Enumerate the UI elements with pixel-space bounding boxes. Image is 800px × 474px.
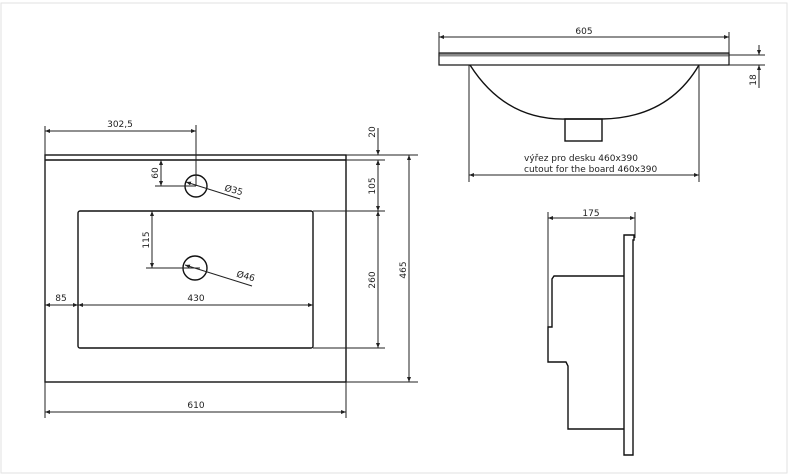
dim-left-margin: 85 bbox=[55, 294, 66, 304]
dim-section-width: 605 bbox=[575, 27, 592, 37]
dim-basin-width: 430 bbox=[187, 294, 204, 304]
bowl-profile bbox=[469, 64, 700, 120]
bowl-outline bbox=[77, 210, 314, 349]
dim-top-to-basin: 105 bbox=[368, 177, 378, 194]
front-view: 302,5 60 Ø35 115 Ø46 85 430 610 20 105 2… bbox=[44, 120, 418, 418]
dim-faucet-y: 60 bbox=[151, 167, 161, 179]
dim-top-thickness: 20 bbox=[368, 126, 378, 138]
cutout-note-cz: výřez pro desku 460x390 bbox=[524, 154, 638, 164]
faucet-hole-diameter: Ø35 bbox=[223, 183, 244, 198]
cutout-note-en: cutout for the board 460x390 bbox=[524, 165, 657, 175]
drain-outlet bbox=[564, 118, 603, 142]
dim-side-depth: 175 bbox=[582, 209, 599, 219]
dim-section-thickness: 18 bbox=[749, 74, 759, 86]
side-view: 175 bbox=[547, 209, 636, 456]
dim-drain-y: 115 bbox=[142, 231, 152, 248]
section-view: 605 výřez pro desku 460x390 cutout for t… bbox=[438, 27, 765, 182]
drain-hole-diameter: Ø46 bbox=[235, 269, 256, 284]
dim-faucet-x: 302,5 bbox=[107, 120, 133, 130]
dim-total-depth: 465 bbox=[399, 261, 409, 278]
dim-basin-depth: 260 bbox=[368, 271, 378, 288]
dim-total-width: 610 bbox=[187, 401, 204, 411]
side-plate bbox=[623, 234, 635, 456]
side-bowl-profile bbox=[547, 275, 624, 430]
